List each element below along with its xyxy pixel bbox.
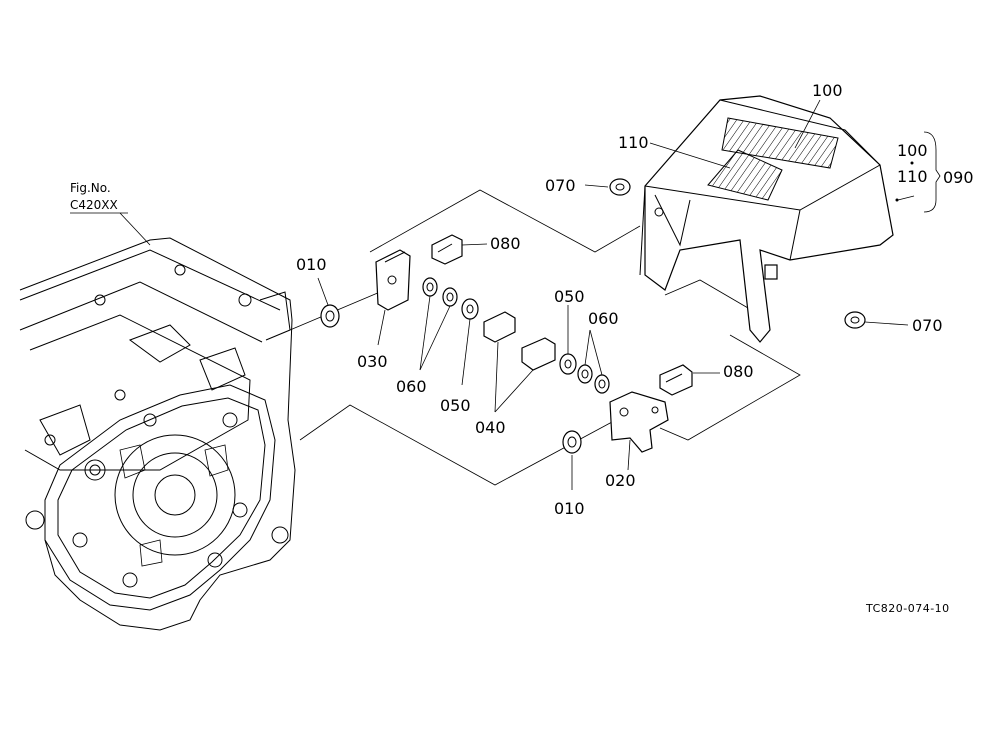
label-080-upper: 080: [490, 234, 521, 253]
label-030: 030: [357, 352, 388, 371]
washer-060-b: [442, 287, 458, 307]
gear-case-housing: [19, 237, 296, 631]
label-plate-100: [721, 117, 839, 169]
label-040: 040: [475, 418, 506, 437]
label-010-upper: 010: [296, 255, 327, 274]
figure-ref-line1: Fig.No.: [70, 181, 111, 195]
washer-060-d: [594, 374, 610, 394]
label-020: 020: [605, 471, 636, 490]
label-080-lower: 080: [723, 362, 754, 381]
cover-part: [639, 95, 894, 343]
drawing-code: TC820-074-10: [865, 602, 950, 615]
washer-050-a: [461, 298, 479, 320]
nut-070-lower: [844, 311, 866, 329]
label-070-upper: 070: [545, 176, 576, 195]
label-100-cover: 100: [812, 81, 843, 100]
label-060-right: 060: [588, 309, 619, 328]
label-010-lower: 010: [554, 499, 585, 518]
label-050-left: 050: [440, 396, 471, 415]
washer-010-upper: [320, 304, 340, 328]
leader-lines: [317, 99, 941, 490]
bolt-040-a: [483, 311, 516, 343]
label-110-cover: 110: [618, 133, 649, 152]
label-070-lower: 070: [912, 316, 943, 335]
bolt-080-lower: [659, 364, 693, 396]
label-060-left: 060: [396, 377, 427, 396]
assembly-guide-lines: [289, 189, 801, 486]
bracket-030: [375, 249, 411, 311]
label-090: 090: [943, 168, 974, 187]
washer-050-b: [559, 353, 577, 375]
part-labels: 100 110 100 110 090 070 070 080 080 010 …: [296, 81, 974, 518]
bracket-020: [609, 391, 669, 453]
figure-reference: Fig.No. C420XX: [70, 181, 151, 246]
nut-070-upper: [609, 178, 631, 196]
washer-060-c: [577, 364, 593, 384]
label-100-group: 100: [897, 141, 928, 160]
label-050-right: 050: [554, 287, 585, 306]
bolt-080-upper: [431, 234, 463, 265]
label-plate-110: [707, 149, 783, 201]
washer-060-a: [422, 277, 438, 297]
washer-010-lower: [562, 430, 582, 454]
figure-ref-line2: C420XX: [70, 198, 118, 212]
label-110-group: 110: [897, 167, 928, 186]
bolt-040-b: [521, 337, 556, 371]
